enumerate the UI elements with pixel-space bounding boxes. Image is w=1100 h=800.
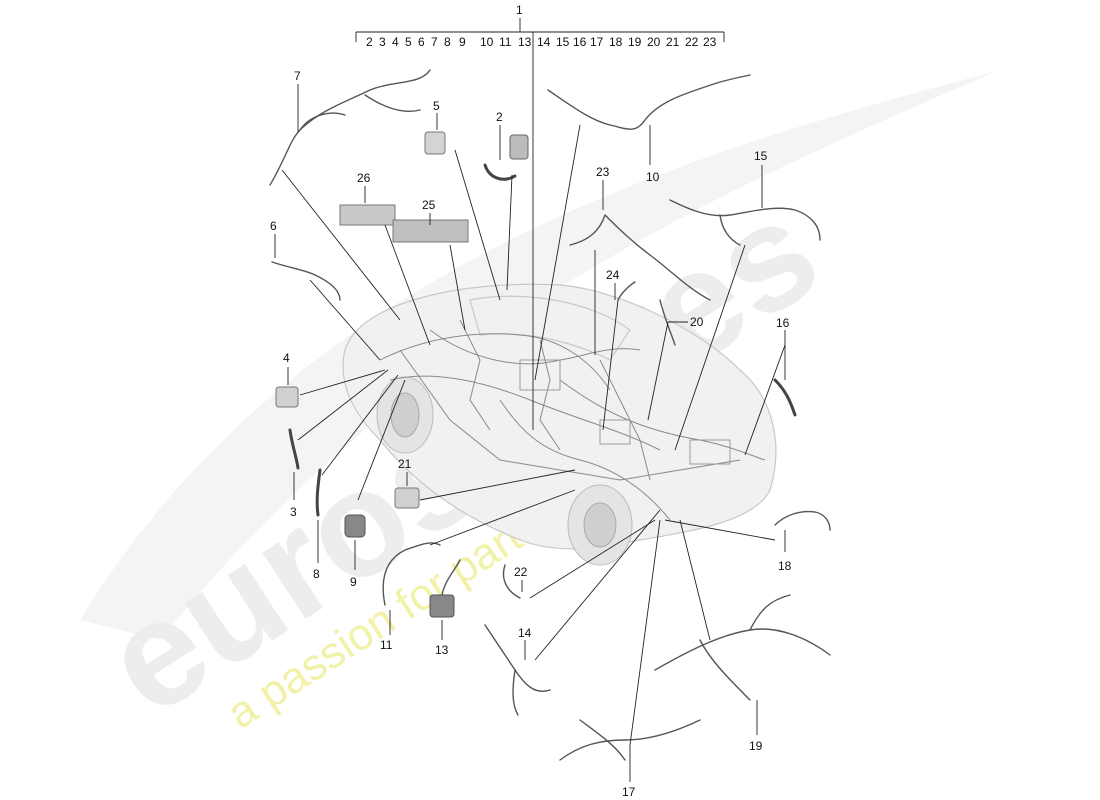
callout-24: 24 <box>606 268 620 282</box>
callout-26: 26 <box>357 171 371 185</box>
callout-4: 4 <box>283 351 290 365</box>
sub-number: 2 <box>366 35 373 49</box>
sub-number: 23 <box>703 35 717 49</box>
callout-8: 8 <box>313 567 320 581</box>
part-9-sensor: 9 <box>344 379 406 589</box>
callout-18: 18 <box>778 559 792 573</box>
callout-14: 14 <box>518 626 532 640</box>
sub-number-list: 2 3 4 5 6 7 8 9 10 11 13 14 15 16 17 18 … <box>366 35 717 49</box>
part-7-harness: 7 <box>269 69 431 321</box>
callout-21: 21 <box>398 457 412 471</box>
sub-number: 5 <box>405 35 412 49</box>
callout-25: 25 <box>422 198 436 212</box>
callout-17: 17 <box>622 785 636 799</box>
part-14-harness: 14 <box>484 509 661 716</box>
callout-23: 23 <box>596 165 610 179</box>
part-19-harness: 19 <box>654 519 831 753</box>
part-2-connector: 2 <box>483 110 529 291</box>
callout-11: 11 <box>380 638 393 652</box>
callout-3: 3 <box>290 505 297 519</box>
callout-19: 19 <box>749 739 763 753</box>
callout-9: 9 <box>350 575 357 589</box>
part-10-harness: 10 <box>534 74 751 381</box>
sub-number: 10 <box>480 35 494 49</box>
sub-number: 11 <box>499 35 512 49</box>
sub-number: 18 <box>609 35 623 49</box>
callout-5: 5 <box>433 99 440 113</box>
sub-number: 22 <box>685 35 699 49</box>
callout-1: 1 <box>516 3 523 17</box>
sub-number: 14 <box>537 35 551 49</box>
sub-number: 17 <box>590 35 604 49</box>
part-23-harness: 23 <box>569 165 711 355</box>
car-body <box>342 283 777 566</box>
wiring-harness-on-car <box>379 319 766 521</box>
part-25-fuse-carrier: 25 <box>392 198 469 331</box>
callout-16: 16 <box>776 316 790 330</box>
part-26-fuse-carrier: 26 <box>339 171 431 346</box>
callout-15: 15 <box>754 149 768 163</box>
part-17-harness: 17 <box>559 519 701 799</box>
part-21-connector: 21 <box>394 457 576 509</box>
sub-number: 19 <box>628 35 642 49</box>
part-16-cable: 16 <box>744 316 797 456</box>
sub-number: 9 <box>459 35 466 49</box>
sub-number: 7 <box>431 35 438 49</box>
part-13-unit: 13 <box>429 559 461 657</box>
sub-number: 8 <box>444 35 451 49</box>
part-5-sensor: 5 <box>424 99 501 301</box>
sub-number: 20 <box>647 35 661 49</box>
callout-20: 20 <box>690 315 704 329</box>
sub-number: 15 <box>556 35 570 49</box>
sub-number: 21 <box>666 35 680 49</box>
part-8-cable: 8 <box>313 374 399 581</box>
callout-7: 7 <box>294 69 301 83</box>
callout-10: 10 <box>646 170 660 184</box>
part-18-harness: 18 <box>664 510 831 573</box>
part-20-cable: 20 <box>647 299 704 421</box>
callout-13: 13 <box>435 643 449 657</box>
callout-6: 6 <box>270 219 277 233</box>
part-15-harness: 15 <box>669 149 821 451</box>
top-callout-1: 1 2 3 4 5 6 7 8 9 10 11 13 14 15 16 17 1… <box>355 3 725 430</box>
part-24-cable: 24 <box>602 268 636 431</box>
sub-number: 16 <box>573 35 587 49</box>
part-22-cable: 22 <box>502 519 656 599</box>
sub-number: 6 <box>418 35 425 49</box>
part-11-cable: 11 <box>380 489 576 652</box>
sub-number: 3 <box>379 35 386 49</box>
part-4-sensor: 4 <box>275 351 386 408</box>
part-6-cable: 6 <box>270 219 381 361</box>
callout-22: 22 <box>514 565 528 579</box>
callout-2: 2 <box>496 110 503 124</box>
front-left-hub <box>390 392 420 438</box>
sub-number: 4 <box>392 35 399 49</box>
sub-number: 13 <box>518 35 532 49</box>
part-3-cable: 3 <box>288 369 389 519</box>
rear-left-hub <box>583 502 617 548</box>
